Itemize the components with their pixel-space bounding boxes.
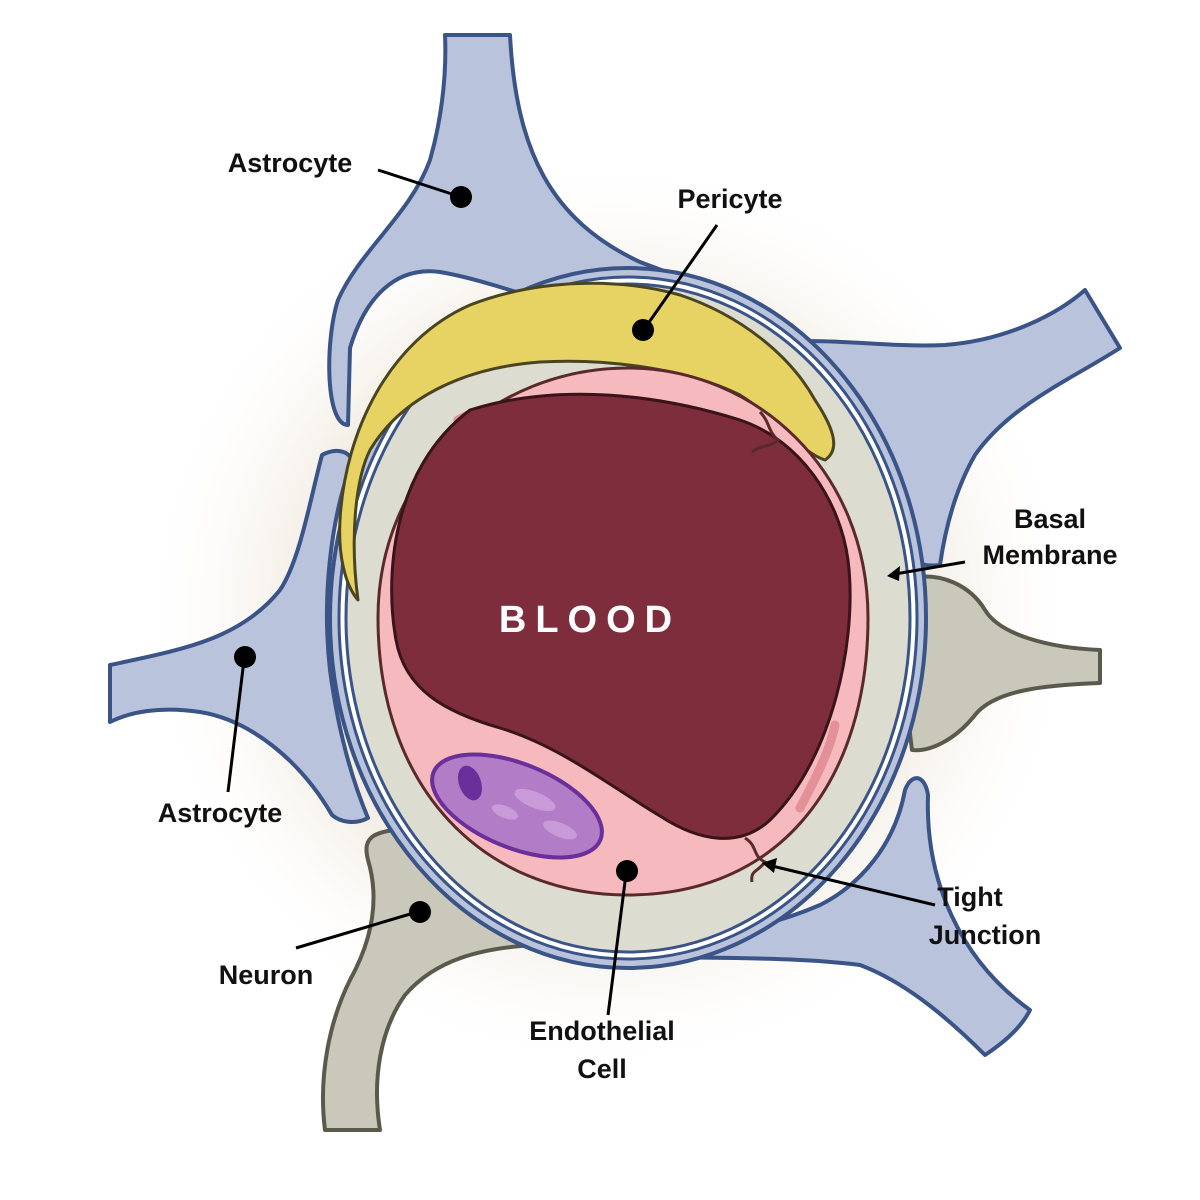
label-endothelial-line1: Endothelial — [529, 1016, 675, 1046]
endothelial-nucleus — [430, 752, 604, 860]
leader-astrocyte-top — [377, 168, 472, 208]
label-basal-membrane-line1: Basal — [1014, 504, 1086, 534]
blood-lumen: BLOOD — [390, 392, 852, 840]
label-tight-junction-line1: Tight — [937, 882, 1002, 912]
astrocyte-left-process — [108, 448, 370, 824]
leader-neuron — [295, 901, 431, 950]
label-pericyte: Pericyte — [677, 184, 782, 214]
label-basal-membrane-line2: Membrane — [982, 540, 1117, 570]
leader-pericyte — [632, 224, 719, 341]
leader-astrocyte-left — [226, 646, 256, 793]
leader-endothelial — [606, 860, 638, 1016]
label-tight-junction-line2: Junction — [929, 920, 1042, 950]
blood-label: BLOOD — [499, 599, 681, 641]
astrocyte-bottom-process — [563, 776, 1032, 1057]
label-astrocyte-left: Astrocyte — [158, 798, 283, 828]
leader-tight-junction — [762, 858, 936, 907]
label-neuron: Neuron — [219, 960, 314, 990]
leader-basal-membrane — [887, 560, 966, 581]
label-astrocyte-top: Astrocyte — [228, 148, 353, 178]
label-endothelial-line2: Cell — [577, 1054, 627, 1084]
